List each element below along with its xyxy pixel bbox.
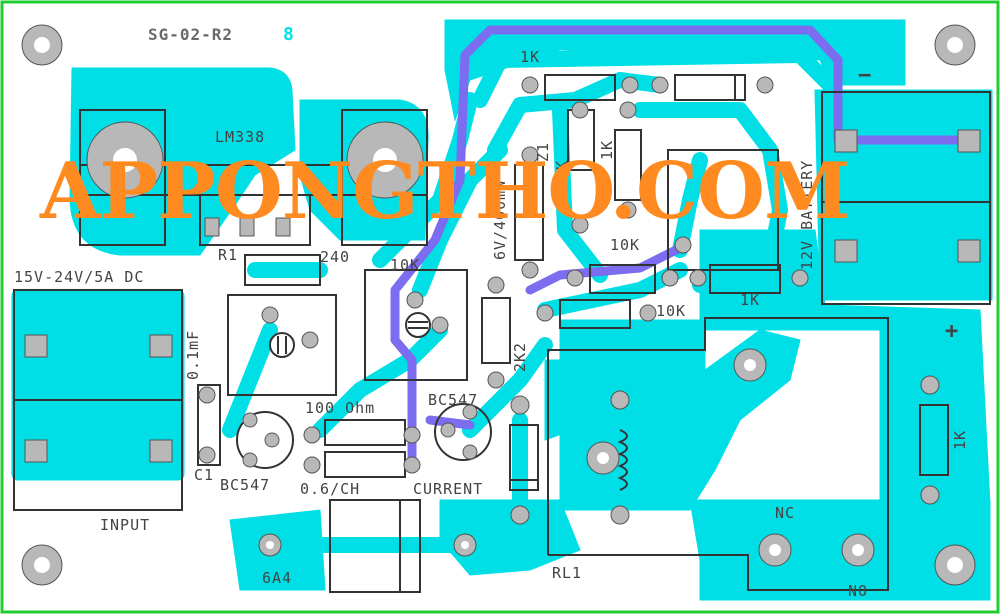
label-1k-b: 1K [598,140,616,160]
label-bc547-left: BC547 [220,476,270,494]
label-1k-right: 1K [951,430,969,450]
label-minus: − [858,63,872,88]
label-2k2: 2K2 [511,342,529,372]
label-10k-b: 10K [656,302,686,320]
label-1k-top: 1K [520,48,540,66]
label-zener: 6V/400mW [491,180,509,260]
label-r1: R1 [218,246,238,264]
label-plus: + [945,319,959,344]
label-10k-a: 10K [610,236,640,254]
copper-pour-bottom-right [689,499,991,601]
silkscreen-text: SG-02-R2 8 LM338 R1 240 15V-24V/5A DC IN… [14,24,969,600]
board-code: SG-02-R2 [148,25,233,44]
label-input-spec: 15V-24V/5A DC [14,268,144,286]
trace-8 [222,322,278,438]
label-rl1: RL1 [552,564,582,582]
trimpot-right-symbol [405,312,431,338]
label-input: INPUT [100,516,150,534]
label-current: CURRENT [413,480,483,498]
trace-10 [462,337,553,438]
pads [21,24,981,586]
label-240: 240 [320,248,350,266]
label-1k-a: 1K [553,160,571,180]
label-nc: NC [775,504,795,522]
label-fuse: 6A4 [262,569,292,587]
label-bc547-right: BC547 [428,391,478,409]
trace-5 [412,142,508,298]
label-battery: 12V BATTERY [798,160,816,270]
trace-12 [692,272,808,293]
board-code-ghost: 8 [283,24,295,45]
trace-1 [472,47,838,108]
label-z1: Z1 [534,142,552,162]
relay-coil [617,429,628,491]
trace-19 [672,152,708,258]
label-cap-value: 0.1mF [184,330,202,380]
trace-9 [312,322,448,438]
label-100-ohm: 100 Ohm [305,399,375,417]
label-trim-10k: 10K [390,256,420,274]
label-shunt: 0.6/CH [300,480,360,498]
label-no: NO [848,582,868,600]
trace-4 [552,102,608,283]
copper-layer [11,19,993,601]
label-c1: C1 [194,466,214,484]
copper-pour-relay-left [544,359,601,441]
label-1k-mid: 1K [740,291,760,309]
trimpot-left-symbol [269,332,295,358]
label-lm338: LM338 [215,128,265,146]
watermark: APPONGTHO.COM [39,146,849,237]
